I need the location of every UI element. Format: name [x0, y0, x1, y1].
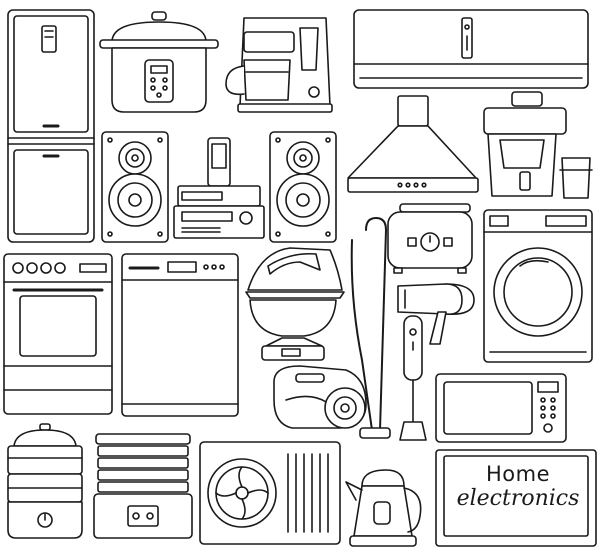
slow-cooker-icon	[99, 11, 219, 113]
washing-machine-icon	[483, 209, 593, 363]
juicer-icon	[483, 91, 593, 199]
caption-line-home: Home	[485, 462, 550, 486]
stove-oven-icon	[3, 253, 113, 415]
speaker-left-icon	[101, 131, 169, 243]
kitchen-scale-icon	[249, 299, 337, 361]
toaster-icon	[387, 203, 473, 274]
food-steamer-icon	[7, 423, 83, 539]
clothes-iron-icon	[245, 247, 345, 299]
coffee-maker-icon	[225, 17, 333, 113]
range-hood-icon	[347, 95, 479, 193]
refrigerator-icon	[7, 9, 95, 243]
ac-outdoor-unit-icon	[199, 441, 341, 545]
caption-line-electronics: electronics	[456, 486, 580, 511]
speaker-right-icon	[269, 131, 337, 243]
stereo-system-icon	[173, 137, 265, 239]
air-conditioner-icon	[353, 9, 589, 89]
caption-text: Home electronics	[448, 462, 588, 512]
hand-blender-icon	[399, 315, 427, 441]
electric-kettle-icon	[345, 469, 422, 547]
microwave-icon	[435, 373, 567, 443]
dishwasher-icon	[121, 253, 239, 417]
vacuum-cleaner-icon	[273, 217, 391, 439]
tv-screen-icon	[435, 449, 597, 547]
hair-dryer-icon	[397, 283, 475, 345]
food-dehydrator-icon	[93, 433, 193, 539]
